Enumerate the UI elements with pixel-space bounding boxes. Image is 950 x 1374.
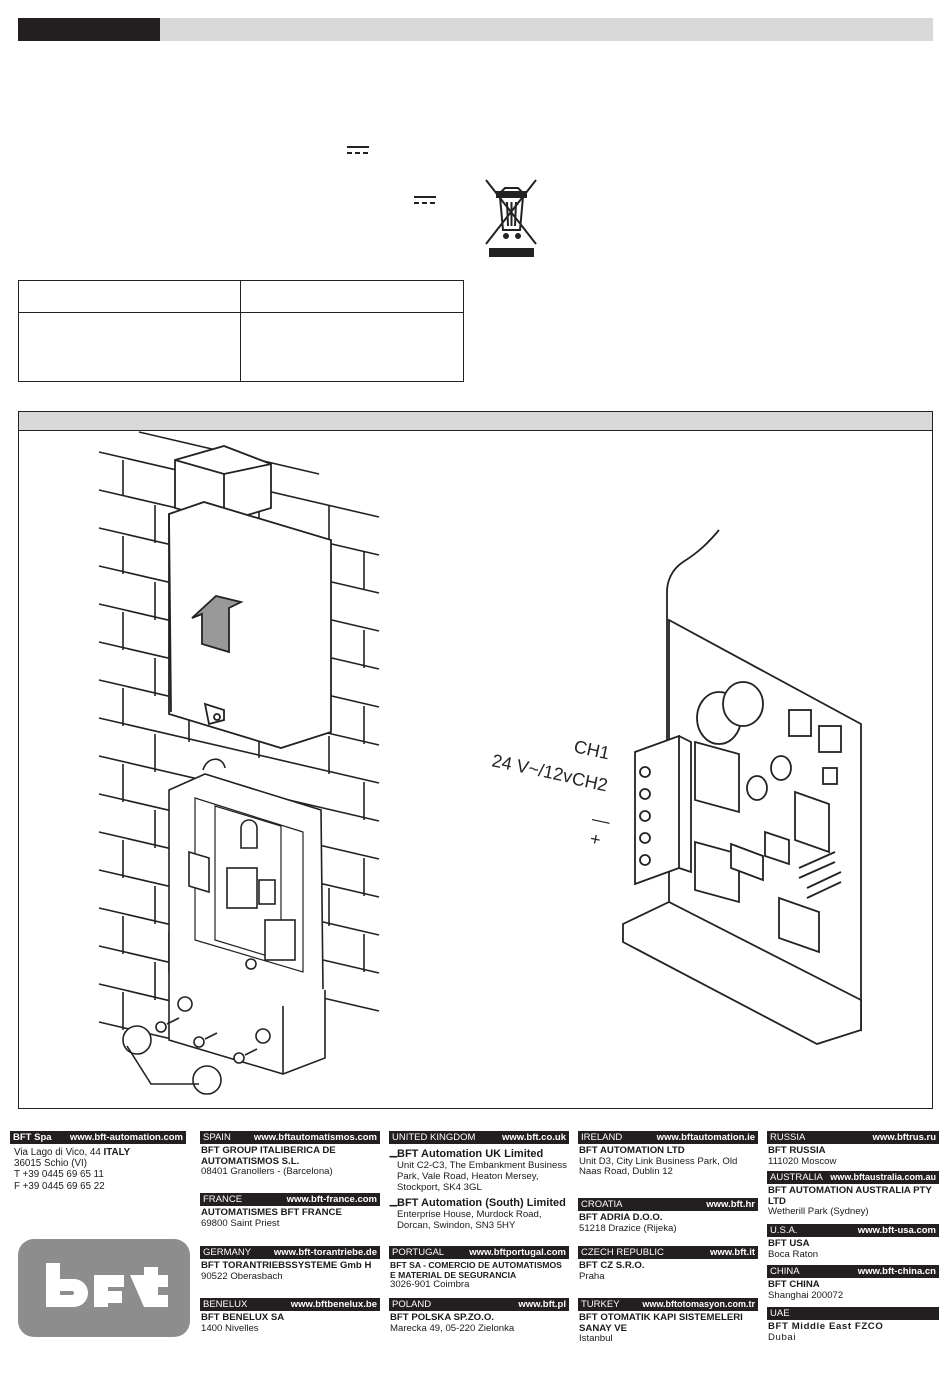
hq-url[interactable]: www.bft-automation.com [69, 1132, 183, 1143]
figure-title-strip [19, 412, 932, 431]
dc-current-icon [414, 196, 436, 206]
hq-company: BFT Spa [13, 1132, 52, 1143]
bft-logo [18, 1239, 190, 1337]
header-bar-tab [18, 18, 160, 41]
weee-crossed-bin-icon [485, 179, 537, 257]
footer-directory: BFT Spa www.bft-automation.com Via Lago … [10, 1131, 940, 1344]
installation-drawing: CH1 CH2 24 V~/12v — + [98, 431, 862, 1095]
pin-label-power: 24 V~/12v [490, 750, 574, 787]
header-bar [18, 18, 933, 41]
office-uae: UAE BFT Middle East FZCO Dubai [767, 1307, 939, 1343]
office-usa: U.S.A.www.bft-usa.com BFT USA Boca Raton [767, 1224, 939, 1260]
bft-logo-icon [46, 1263, 168, 1307]
dc-current-icon [347, 146, 369, 156]
installation-figure: CH1 CH2 24 V~/12v — + [18, 411, 933, 1109]
pin-label-minus: — [590, 808, 612, 831]
hq-bar: BFT Spa www.bft-automation.com [10, 1131, 186, 1144]
pin-label-ch2: CH2 [570, 768, 609, 795]
footer-col-hq: BFT Spa www.bft-automation.com Via Lago … [10, 1131, 190, 1337]
pin-label-plus: + [588, 828, 602, 850]
hq-address: Via Lago di Vico, 44 ITALY 36015 Schio (… [14, 1147, 131, 1192]
spec-table [18, 280, 464, 382]
pin-label-ch1: CH1 [572, 736, 611, 763]
